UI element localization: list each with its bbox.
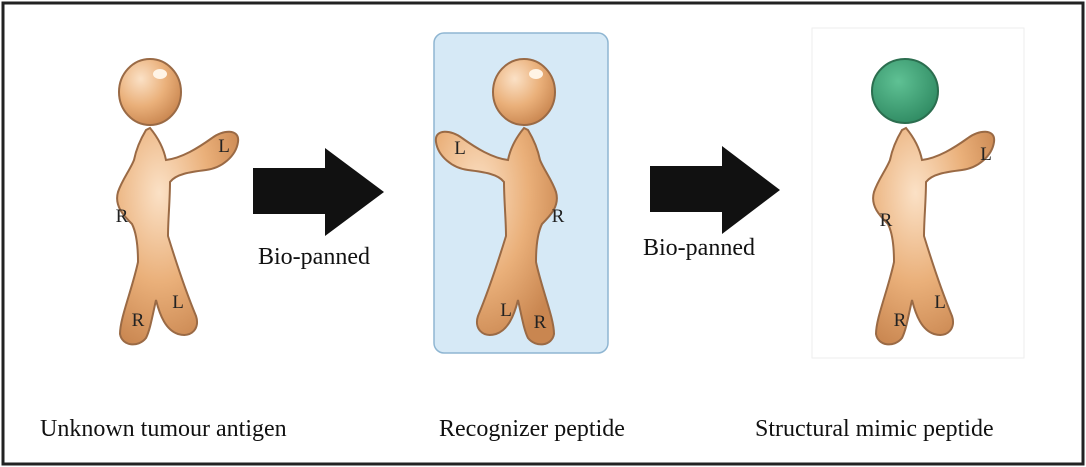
figure-3-hip-label: R: [880, 210, 893, 231]
figure-1-head-shine: [153, 69, 167, 79]
figure-1-foot-left-label: R: [132, 310, 145, 331]
arrow-1-label: Bio-panned: [258, 244, 370, 270]
figure-2-foot-left-label: L: [500, 300, 512, 321]
caption-recognizer-peptide: Recognizer peptide: [439, 416, 625, 442]
figure-2-foot-right-label: R: [534, 312, 547, 333]
figure-2-hand-label: L: [454, 138, 466, 159]
caption-structural-mimic-peptide: Structural mimic peptide: [755, 416, 994, 442]
figure-1-hand-label: L: [218, 136, 230, 157]
figure-3-foot-right-label: L: [934, 292, 946, 313]
arrow-2-label: Bio-panned: [643, 235, 755, 261]
figure-3-hand-label: L: [980, 144, 992, 165]
figure-1-foot-right-label: L: [172, 292, 184, 313]
figure-2-head: [493, 59, 555, 125]
figure-2-head-shine: [529, 69, 543, 79]
figure-1-hip-label: R: [116, 206, 129, 227]
figure-1-head: [119, 59, 181, 125]
figure-3-foot-left-label: R: [894, 310, 907, 331]
figure-3-head: [872, 59, 938, 123]
figure-2-hip-label: R: [552, 206, 565, 227]
caption-unknown-tumour-antigen: Unknown tumour antigen: [40, 416, 287, 442]
